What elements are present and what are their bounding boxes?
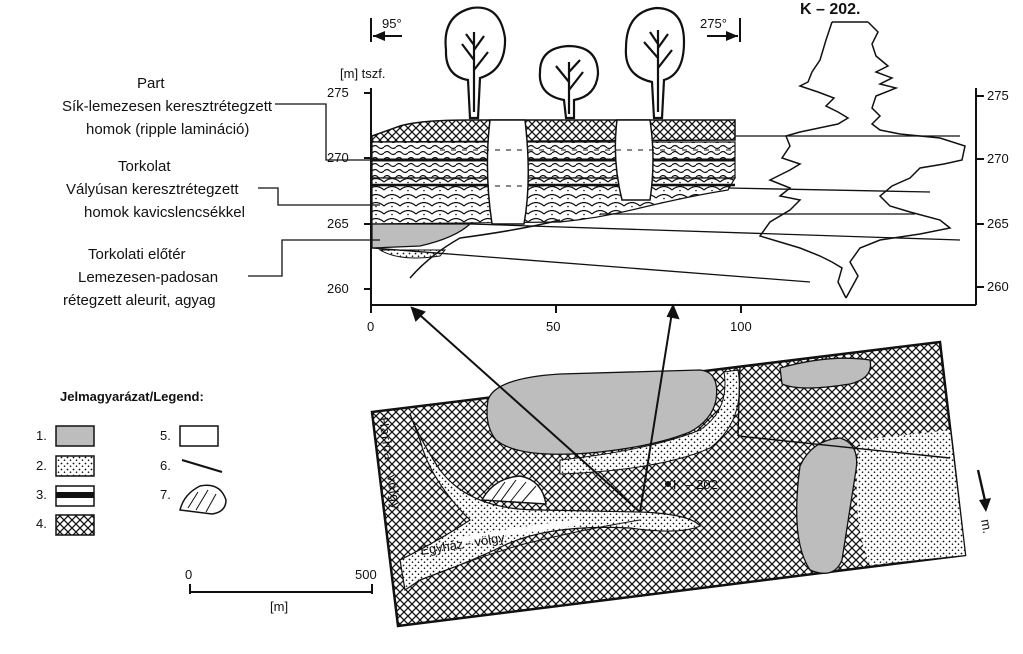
- legend: Jelmagyarázat/Legend: 1. 2. 3. 4. 5. 6. …: [36, 389, 227, 536]
- scale-end: 500: [355, 567, 377, 582]
- x-tick-50: 50: [546, 319, 560, 334]
- scale-bar: 0 500 [m]: [185, 567, 377, 614]
- north-label: m.: [978, 518, 995, 535]
- legend-swatch-mound-icon: [179, 484, 227, 515]
- legend-item-number: 1.: [36, 428, 47, 443]
- axis-unit-label: [m] tszf.: [340, 66, 386, 81]
- legend-item-number: 2.: [36, 458, 47, 473]
- facies-title: Torkolati előtér: [88, 246, 186, 263]
- outcrop-section: [371, 119, 737, 279]
- azimuth-left-marker: 95°: [370, 16, 402, 42]
- legend-title: Jelmagyarázat/Legend:: [60, 389, 204, 404]
- well-log: [758, 21, 966, 299]
- facies-line: Lemezesen-padosan: [78, 269, 218, 286]
- azimuth-right-marker: 275°: [700, 16, 741, 42]
- azimuth-right-label: 275°: [700, 16, 727, 31]
- legend-swatch-clay: [55, 425, 95, 447]
- right-tick-270: 270: [987, 151, 1009, 166]
- legend-swatch-empty: [179, 425, 219, 447]
- well-point: [665, 481, 671, 487]
- facies-line: homok (ripple lamináció): [86, 121, 249, 138]
- legend-item-number: 5.: [160, 428, 171, 443]
- legend-item-number: 6.: [160, 458, 171, 473]
- facies-label-torkolati-eloter: Torkolati előtér Lemezesen-padosan réteg…: [63, 239, 380, 309]
- tree-icon: [624, 6, 686, 120]
- well-title: K – 202.: [800, 1, 860, 18]
- section-arrows: [410, 303, 680, 513]
- facies-line: Sík-lemezesen keresztrétegzett: [62, 98, 273, 115]
- right-tick-275: 275: [987, 88, 1009, 103]
- left-tick-265: 265: [327, 216, 349, 231]
- legend-swatch-line: [181, 459, 223, 473]
- legend-swatch-sand: [55, 455, 95, 477]
- facies-label-part: Part Sík-lemezesen keresztrétegzett homo…: [62, 75, 380, 161]
- correlation-lines: [371, 135, 961, 283]
- facies-title: Torkolat: [118, 158, 171, 175]
- scale-start: 0: [185, 567, 192, 582]
- azimuth-left-label: 95°: [382, 16, 402, 31]
- well-map-label: K – 202: [673, 477, 718, 492]
- legend-item-number: 3.: [36, 487, 47, 502]
- tree-icon: [538, 44, 600, 120]
- left-tick-260: 260: [327, 281, 349, 296]
- cross-section: 275 270 265 260 [m] tszf. 0 50 100 275 2…: [62, 1, 1009, 334]
- left-tick-275: 275: [327, 85, 349, 100]
- facies-title: Part: [137, 75, 165, 92]
- left-tick-270: 270: [327, 150, 349, 165]
- facies-label-torkolat: Torkolat Vályúsan keresztrétegzett homok…: [66, 158, 380, 221]
- legend-item-number: 4.: [36, 516, 47, 531]
- scale-unit: [m]: [270, 599, 288, 614]
- location-map: K – 202 Harica - völgy Egyház - völgy m.: [370, 303, 995, 628]
- right-tick-260: 260: [987, 279, 1009, 294]
- tree-icon: [444, 6, 507, 120]
- right-tick-265: 265: [987, 216, 1009, 231]
- legend-swatch-crosshatch: [55, 514, 95, 536]
- left-axis-ticks: [364, 92, 371, 290]
- x-tick-0: 0: [367, 319, 374, 334]
- north-arrow-icon: m.: [976, 469, 995, 535]
- facies-line: rétegzett aleurit, agyag: [63, 292, 216, 309]
- x-tick-100: 100: [730, 319, 752, 334]
- facies-line: homok kavicslencsékkel: [84, 204, 245, 221]
- facies-line: Vályúsan keresztrétegzett: [66, 181, 239, 198]
- legend-item-number: 7.: [160, 487, 171, 502]
